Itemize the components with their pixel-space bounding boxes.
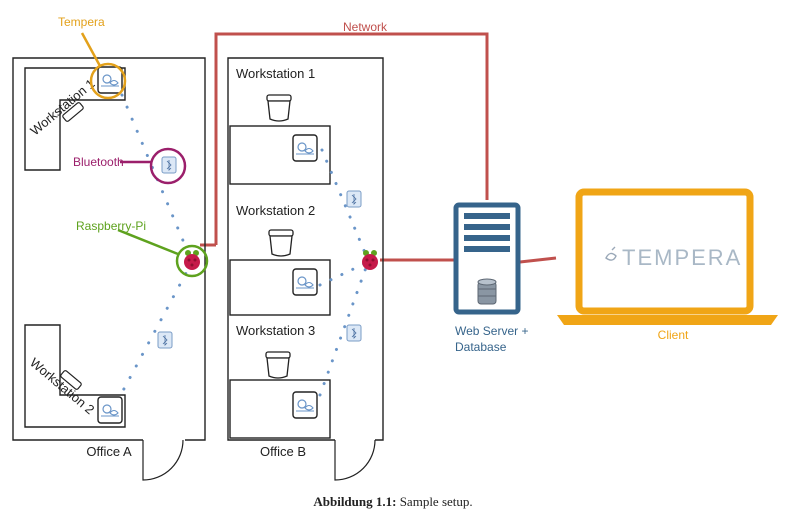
figure-caption: Abbildung 1.1: Sample setup. [0, 494, 786, 510]
office-a-sensor-2 [97, 396, 123, 424]
tempera-logo-icon [605, 246, 617, 261]
workstation-1-label: Workstation 1 [236, 66, 315, 81]
annotation-bluetooth: Bluetooth [73, 147, 187, 185]
network-line [214, 32, 489, 245]
workstation-2-chair [268, 229, 294, 257]
workstation-1-sensor [292, 134, 318, 162]
office-a-bt-path-2 [116, 260, 194, 402]
office-b-bluetooth-beacon-1 [346, 190, 362, 208]
network-label: Network [343, 20, 388, 34]
office-a-chair-2 [60, 370, 82, 390]
workstation-1-chair [266, 94, 292, 122]
office-a: Office A Workstation 1 Workstation 2 [12, 57, 206, 481]
workstation-3-label: Workstation 3 [236, 323, 315, 338]
tempera-label: Tempera [58, 15, 105, 29]
database-icon [477, 278, 497, 305]
office-a-bluetooth-beacon-2 [157, 331, 173, 349]
bluetooth-label: Bluetooth [73, 155, 124, 169]
office-b: Office B Workstation 1 Workstation 2 Wor… [227, 57, 384, 481]
office-a-chair-1 [62, 102, 84, 122]
caption-label: Abbildung 1.1: [313, 494, 397, 509]
bluetooth-beacon-icon [161, 156, 177, 174]
office-b-label: Office B [260, 444, 306, 459]
workstation-3-chair [265, 351, 291, 379]
office-b-door [334, 439, 376, 481]
office-a-sensor-1 [97, 66, 123, 94]
server-label-line2: Database [455, 340, 507, 354]
raspberry-pi-icon [184, 250, 200, 270]
workstation-2-sensor [292, 268, 318, 296]
workstation-3-sensor [292, 391, 318, 419]
network-line-client [519, 256, 557, 264]
caption-text: Sample setup. [399, 494, 473, 509]
annotation-tempera: Tempera [58, 15, 127, 100]
raspberry-label: Raspberry-Pi [76, 219, 146, 233]
office-a-door [142, 439, 184, 481]
laptop-icon: TEMPERA Client [557, 188, 778, 342]
workstation-2-label: Workstation 2 [236, 203, 315, 218]
office-b-bluetooth-beacon-2 [346, 324, 362, 342]
client-logo-text: TEMPERA [622, 245, 742, 270]
office-b-bt-path-3 [318, 260, 370, 397]
server-icon: Web Server + Database [453, 202, 528, 354]
office-a-label: Office A [86, 444, 132, 459]
office-b-raspberry-pi-icon [362, 250, 378, 270]
client-label: Client [658, 328, 689, 342]
office-b-bt-path-1 [320, 148, 370, 262]
server-label-line1: Web Server + [455, 324, 528, 338]
annotation-raspberry: Raspberry-Pi [76, 219, 209, 278]
